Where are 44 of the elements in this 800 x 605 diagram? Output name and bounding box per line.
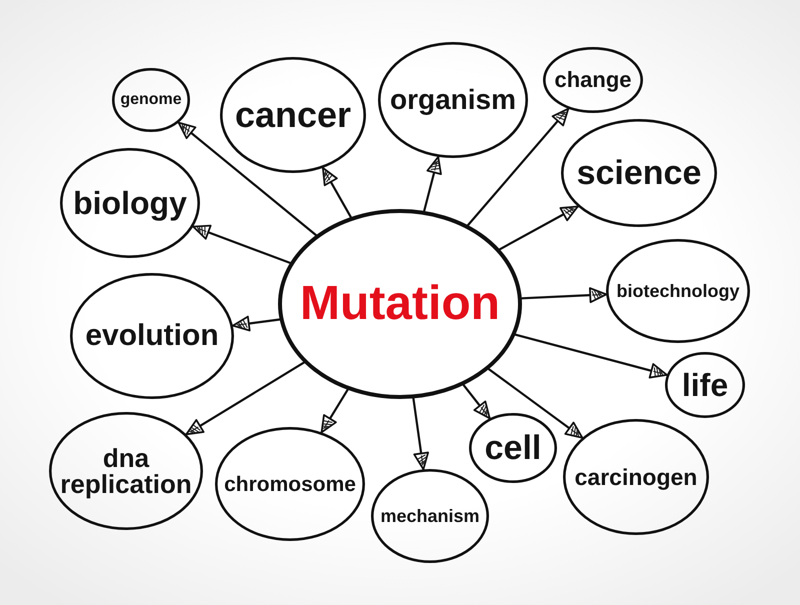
topic-bubble	[543, 47, 643, 113]
topic-label: cancer	[234, 97, 352, 133]
arrow	[185, 362, 305, 436]
topic-bubble	[49, 412, 203, 530]
topic-bubble	[112, 68, 190, 132]
topic-bubble	[665, 352, 745, 418]
topic-bubble	[70, 273, 234, 399]
arrow	[232, 316, 281, 332]
arrow	[423, 156, 442, 212]
arrow	[488, 368, 584, 439]
arrow	[320, 388, 349, 434]
topic-label: chromosome	[224, 474, 356, 494]
topic-label: evolution	[85, 321, 219, 351]
arrow	[498, 205, 579, 250]
topic-bubble	[215, 427, 365, 541]
topic-label: carcinogen	[574, 466, 698, 488]
topic-label: biotechnology	[616, 282, 740, 300]
topic-label: cell	[484, 431, 542, 465]
topic-bubble	[220, 57, 366, 173]
topic-label: biology	[73, 187, 187, 219]
arrow	[462, 384, 491, 420]
arrow	[322, 166, 352, 218]
topic-label: genome	[120, 92, 182, 108]
topic-bubble	[371, 469, 489, 563]
arrow	[178, 122, 318, 236]
topic-label: dna replication	[59, 445, 193, 497]
topic-bubble	[60, 148, 200, 258]
topic-bubble	[561, 119, 717, 227]
arrow	[192, 224, 292, 264]
arrow	[466, 108, 570, 226]
topic-label: science	[576, 156, 702, 190]
arrow	[514, 334, 668, 378]
central-topic-label: Mutation	[300, 280, 500, 328]
topic-bubble	[378, 42, 528, 158]
arrow	[520, 287, 608, 304]
central-topic-bubble	[278, 209, 522, 399]
topic-bubble	[469, 413, 557, 483]
topic-label: life	[682, 369, 728, 401]
topic-label: change	[554, 69, 632, 91]
topic-bubble	[606, 239, 750, 343]
arrow	[412, 397, 429, 470]
topic-label: mechanism	[380, 507, 480, 525]
topic-bubble	[563, 419, 709, 535]
topic-label: organism	[390, 86, 516, 114]
